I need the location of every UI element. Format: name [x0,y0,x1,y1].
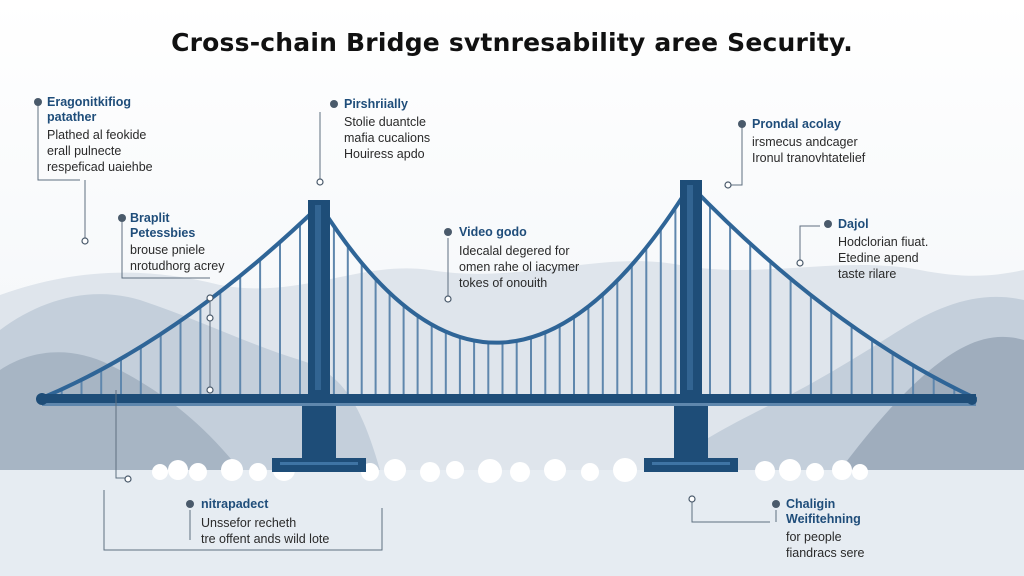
callout-heading: Chaligin Weifitehning [786,497,861,526]
callout-bottom-right: Chaligin Weifitehning for people fiandra… [786,497,865,561]
callout-leaders [37,104,820,551]
callout-top-right: Prondal acolay irsmecus andcager Ironul … [752,117,865,166]
callout-heading: Braplit Petessbies [130,211,196,240]
callout-top-center: Pirshriially Stolie duantcle mafia cucal… [344,97,430,162]
callout-bullets [34,98,832,508]
callout-mid-right: Dajol Hodclorian fiuat. Etedine apend ta… [838,217,928,282]
callout-body: brouse pniele nrotudhorg acrey [130,243,225,273]
callout-anchor-dots [81,178,804,503]
callout-heading: Pirshriially [344,97,408,111]
callout-body: irsmecus andcager Ironul tranovhtatelief [752,135,866,165]
bridge-deck [36,393,977,406]
callout-heading: Dajol [838,217,869,231]
callout-top-left: Eragonitkifiog patather Plathed al feoki… [47,95,153,175]
callout-body: Unssefor recheth tre offent ands wild lo… [201,516,330,546]
callout-body: Plathed al feokide erall pulnecte respef… [47,128,153,174]
callout-heading: Video godo [459,225,527,239]
callout-body: Hodclorian fiuat. Etedine apend taste ri… [838,235,929,281]
callout-body: for people fiandracs sere [786,530,865,560]
main-cables [40,183,977,400]
callout-heading: nitrapadect [201,497,269,511]
callout-bottom-left: nitrapadect Unssefor recheth tre offent … [201,497,329,547]
callout-mid-left: Braplit Petessbies brouse pniele nrotudh… [130,211,225,274]
callout-body: Stolie duantcle mafia cucalions Houiress… [344,115,431,161]
callout-heading: Eragonitkifiog patather [47,95,132,124]
callout-heading: Prondal acolay [752,117,841,131]
callout-center: Video godo Idecalal degered for omen rah… [459,225,579,291]
diagram-title: Cross-chain Bridge svtnresability aree S… [171,28,853,57]
mountain-range [0,261,1024,470]
suspender-cables [60,205,956,396]
water [0,470,1024,576]
callout-body: Idecalal degered for omen rahe ol iacyme… [459,244,580,290]
